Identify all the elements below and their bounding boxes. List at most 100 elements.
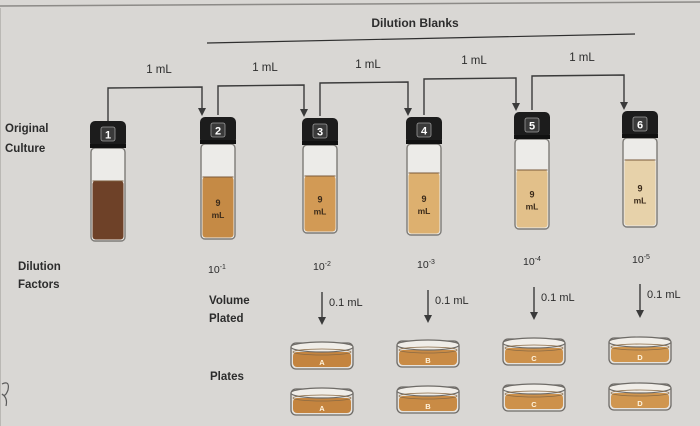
transfer-arrow-3: 1 mL bbox=[319, 59, 412, 116]
transfer-path bbox=[531, 74, 625, 110]
dish-lid bbox=[290, 387, 354, 399]
dish-agar bbox=[505, 348, 563, 363]
plate-letter: D bbox=[637, 353, 643, 362]
dish-agar bbox=[293, 398, 351, 413]
agar-surface bbox=[398, 346, 458, 354]
agar-surface bbox=[292, 394, 352, 402]
arrowhead bbox=[198, 108, 206, 116]
tube-liquid bbox=[408, 173, 440, 234]
tube-number-badge bbox=[632, 116, 648, 132]
original-culture-label-2: Culture bbox=[5, 143, 45, 155]
plating-arrowhead bbox=[424, 315, 432, 323]
volume-plated-4: 0.1 mL bbox=[636, 284, 681, 318]
tube-volume-number: 9 bbox=[317, 195, 322, 205]
dilution-factor-2: 10-2 bbox=[313, 261, 331, 273]
transfer-path bbox=[319, 81, 409, 116]
page-edge-line bbox=[0, 1, 700, 7]
dish-agar bbox=[611, 347, 669, 362]
tube-number-badge bbox=[100, 126, 116, 142]
tube-liquid bbox=[624, 160, 656, 226]
transfer-arrow-1: 1 mL bbox=[107, 64, 206, 121]
arrowhead bbox=[620, 102, 628, 110]
tube-1: 1 bbox=[90, 121, 126, 242]
tube-liquid bbox=[304, 176, 336, 232]
agar-surface bbox=[292, 348, 352, 356]
tube-liquid bbox=[202, 177, 234, 238]
petri-plate-D-1: D bbox=[608, 336, 672, 365]
tube-volume-unit: mL bbox=[634, 196, 647, 206]
dish-agar bbox=[399, 350, 457, 365]
dilution-factor-5: 10-5 bbox=[632, 254, 650, 266]
dish-lid bbox=[608, 382, 672, 394]
dish-lid bbox=[290, 341, 354, 353]
tube-volume-number: 9 bbox=[529, 190, 534, 200]
plating-arrowhead bbox=[318, 317, 326, 325]
volume-plated-3: 0.1 mL bbox=[530, 287, 575, 320]
transfer-arrow-5: 1 mL bbox=[531, 52, 628, 110]
arrowhead bbox=[404, 108, 412, 116]
dilution-factor-1: 10-1 bbox=[208, 264, 226, 276]
volume-plated-2: 0.1 mL bbox=[424, 290, 469, 323]
transfer-volume-label: 1 mL bbox=[146, 64, 172, 76]
arrowhead bbox=[300, 109, 308, 117]
petri-plate-C-1: C bbox=[502, 337, 566, 366]
volume-plated-values: 0.1 mL 0.1 mL 0.1 mL 0.1 mL bbox=[318, 284, 681, 325]
agar-surface bbox=[398, 392, 458, 400]
dish-agar bbox=[399, 396, 457, 411]
tube-volume-unit: mL bbox=[212, 210, 225, 220]
tube-cap-rim bbox=[90, 144, 126, 148]
tube-number-badge bbox=[416, 122, 432, 138]
dilution-factor-4: 10-4 bbox=[523, 256, 541, 268]
volume-plated-value: 0.1 mL bbox=[435, 295, 469, 307]
dilution-factors-label-2: Factors bbox=[18, 279, 60, 291]
dish-lid bbox=[502, 383, 566, 395]
volume-plated-value: 0.1 mL bbox=[541, 292, 575, 304]
dilution-factor-3: 10-3 bbox=[417, 259, 435, 271]
dish-lid bbox=[396, 385, 460, 397]
agar-surface bbox=[504, 390, 564, 398]
volume-plated-label-1: Volume bbox=[209, 295, 250, 307]
plate-letter: A bbox=[319, 358, 325, 367]
tube-volume-unit: mL bbox=[418, 206, 431, 216]
plate-letter: C bbox=[531, 400, 537, 409]
arrowhead bbox=[512, 103, 520, 111]
plating-arrowhead bbox=[636, 310, 644, 318]
tube-cap-rim bbox=[514, 135, 550, 139]
transfer-path bbox=[217, 84, 305, 115]
transfer-volume-label: 1 mL bbox=[252, 62, 278, 74]
dilution-blanks-underline bbox=[206, 33, 636, 44]
petri-plate-B-1: B bbox=[396, 339, 460, 368]
dish-agar bbox=[293, 352, 351, 367]
dilution-factor-values: 10-1 10-2 10-3 10-4 10-5 bbox=[208, 254, 650, 276]
plating-arrowhead bbox=[530, 312, 538, 320]
plates-label: Plates bbox=[210, 371, 244, 383]
dish-agar bbox=[611, 393, 669, 408]
petri-plate-D-2: D bbox=[608, 382, 672, 411]
volume-plated-value: 0.1 mL bbox=[329, 297, 363, 309]
transfer-path bbox=[107, 86, 203, 121]
plate-letter: B bbox=[425, 356, 431, 365]
tube-liquid bbox=[516, 170, 548, 228]
dilution-factors-label-1: Dilution bbox=[18, 261, 61, 273]
tube-cap-rim bbox=[406, 140, 442, 144]
transfer-volume-label: 1 mL bbox=[461, 55, 487, 67]
tube-volume-number: 9 bbox=[637, 184, 642, 194]
dish-lid bbox=[502, 337, 566, 349]
dish-lid bbox=[608, 336, 672, 348]
tube-liquid bbox=[92, 181, 124, 240]
petri-plate-B-2: B bbox=[396, 385, 460, 414]
transfer-path bbox=[423, 77, 517, 115]
tube-volume-number: 9 bbox=[421, 194, 426, 204]
volume-plated-label-2: Plated bbox=[209, 313, 244, 325]
tube-cap-rim bbox=[622, 134, 658, 138]
petri-plate-C-2: C bbox=[502, 383, 566, 412]
tube-volume-unit: mL bbox=[314, 207, 327, 217]
tube-cap-rim bbox=[200, 140, 236, 144]
original-culture-label-1: Original bbox=[5, 123, 48, 135]
